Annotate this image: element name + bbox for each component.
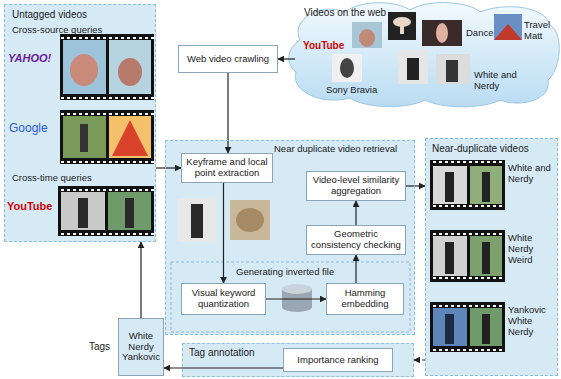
- tag-box: TagsWhite Nerdy Yankovic: [118, 318, 164, 376]
- box-heading: Tags: [89, 341, 110, 353]
- film-strip: [60, 34, 154, 100]
- box-label: Keyframe and local point extraction: [185, 157, 269, 179]
- inner-dashed-box: [171, 262, 410, 332]
- box-label: Geometric consistency checking: [310, 229, 402, 251]
- box-label: Video-level similarity aggregation: [310, 175, 402, 197]
- web-cloud-shape: [289, 3, 560, 107]
- panel-title: Untagged videos: [12, 9, 152, 21]
- film-strip: [430, 230, 505, 282]
- logo-text: YouTube: [7, 200, 52, 213]
- panel-fill: [4, 4, 156, 242]
- box-label: White Nerdy Yankovic: [121, 331, 161, 364]
- database-symbol: [282, 284, 312, 312]
- flow-arrow: [406, 185, 425, 186]
- film-strip: [430, 302, 505, 352]
- panel-fill: [182, 343, 414, 377]
- annotation-panel: Tag annotationImportance ranking: [182, 343, 414, 377]
- process-box: Keyframe and local point extraction: [181, 153, 273, 183]
- box-label: Visual keyword quantization: [185, 288, 262, 310]
- logo-text: YouTube: [303, 40, 344, 52]
- video-title: Sony Bravia: [326, 85, 377, 96]
- video-title: Travel Matt: [524, 20, 556, 42]
- box-label: Importance ranking: [297, 355, 378, 366]
- process-box: Geometric consistency checking: [306, 225, 406, 255]
- box-label: Web video crawling: [187, 54, 269, 65]
- process-box: Video-level similarity aggregation: [306, 171, 406, 201]
- flow-arrow: [355, 201, 356, 225]
- results-panel: Near-duplicate videosWhite and NerdyWhit…: [425, 138, 558, 376]
- flow-arrow: [227, 73, 228, 153]
- flow-arrow: [223, 183, 224, 283]
- panel-title: Near-duplicate videos: [432, 143, 552, 155]
- panel-fill: [165, 140, 415, 335]
- section-heading: Cross-source queries: [12, 25, 152, 36]
- box-label: Hamming embedding: [330, 288, 400, 310]
- video-title: White Nerdy Weird: [508, 233, 554, 266]
- video-title: Yankovic White Nerdy: [508, 305, 554, 338]
- flow-arrow: [278, 58, 295, 59]
- film-strip: [430, 160, 505, 210]
- flow-arrow: [355, 255, 356, 283]
- process-box: Web video crawling: [178, 45, 278, 73]
- flow-arrow: [156, 167, 181, 168]
- process-box: Hamming embedding: [326, 283, 404, 315]
- panel-fill: [425, 138, 558, 376]
- logo-text: YAHOO!: [8, 52, 51, 65]
- flow-arrow: [266, 298, 326, 299]
- flow-arrow: [140, 242, 141, 318]
- cloud-title: Videos on the web: [304, 7, 386, 19]
- panel-title: Tag annotation: [189, 347, 255, 359]
- section-heading: Cross-time queries: [12, 173, 152, 184]
- film-strip: [60, 110, 154, 164]
- retrieval-panel: Near duplicate video retrievalGenerating…: [165, 140, 415, 335]
- panel-title: Near duplicate video retrieval: [274, 144, 412, 155]
- video-title: Dance: [466, 28, 493, 39]
- section-heading: Generating inverted file: [234, 267, 336, 278]
- video-title: White and Nerdy: [474, 70, 524, 92]
- logo-text: Google: [9, 122, 48, 136]
- process-box: Visual keyword quantization: [181, 283, 266, 315]
- film-strip: [58, 186, 154, 236]
- flow-arrow: [414, 359, 425, 360]
- process-box: Importance ranking: [283, 348, 393, 372]
- video-title: White and Nerdy: [508, 163, 554, 185]
